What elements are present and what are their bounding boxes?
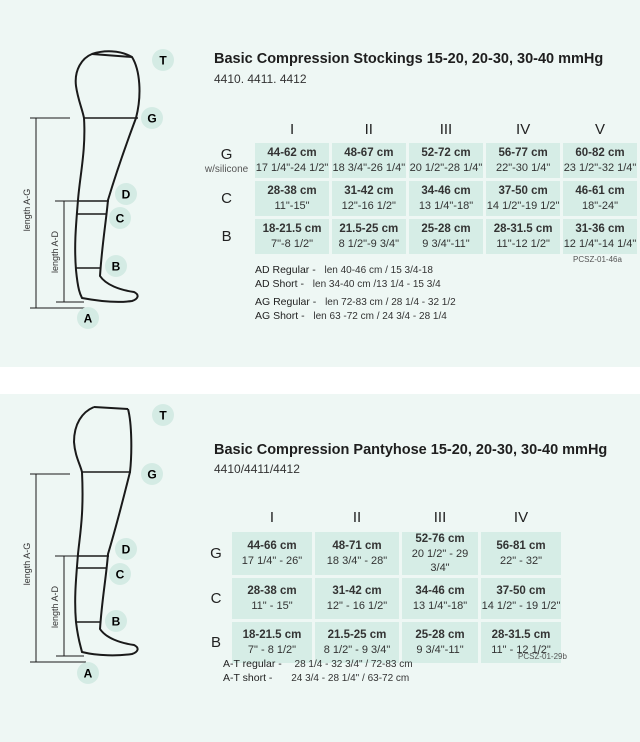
svg-text:T: T bbox=[159, 409, 167, 423]
svg-text:T: T bbox=[159, 54, 167, 68]
length-ag-label: length A-G bbox=[22, 189, 32, 232]
row-header-g: G w/silicone bbox=[204, 145, 249, 175]
point-a-badge: A bbox=[77, 662, 99, 684]
point-a-badge: A bbox=[77, 307, 99, 329]
col-header: IV bbox=[513, 508, 529, 526]
length-note: A-T short - 24 3/4 - 28 1/4" / 63-72 cm bbox=[223, 672, 410, 684]
point-d-badge: D bbox=[115, 538, 137, 560]
point-t-badge: T bbox=[152, 404, 174, 426]
col-header: I bbox=[269, 508, 275, 526]
svg-text:C: C bbox=[116, 568, 125, 582]
row-header-g: G bbox=[210, 545, 222, 562]
pantyhose-title: Basic Compression Pantyhose 15-20, 20-30… bbox=[214, 442, 608, 458]
col-header: IV bbox=[516, 120, 531, 138]
pantyhose-product-code: PCSZ-01-29b bbox=[518, 652, 567, 661]
length-note: AG Regular - len 72-83 cm / 28 1/4 - 32 … bbox=[255, 296, 456, 308]
col-header: II bbox=[364, 120, 373, 138]
stockings-models: 4410. 4411. 4412 bbox=[214, 72, 307, 86]
col-header: I bbox=[289, 120, 295, 138]
length-note: AD Short - len 34-40 cm /13 1/4 - 15 3/4 bbox=[255, 278, 441, 290]
col-header: II bbox=[352, 508, 362, 526]
point-b-badge: B bbox=[105, 610, 127, 632]
stockings-panel: T G D C B A length A-G length A-D Basic … bbox=[0, 0, 640, 367]
stockings-title: Basic Compression Stockings 15-20, 20-30… bbox=[214, 51, 604, 67]
pantyhose-models: 4410/4411/4412 bbox=[214, 462, 300, 476]
row-header-c: C bbox=[221, 190, 232, 207]
row-header-c: C bbox=[210, 590, 222, 607]
length-note: AG Short - len 63 -72 cm / 24 3/4 - 28 1… bbox=[255, 310, 447, 322]
col-header: III bbox=[433, 508, 447, 526]
length-ad-label: length A-D bbox=[50, 585, 60, 628]
length-ad-label: length A-D bbox=[50, 230, 60, 273]
length-note: A-T regular - 28 1/4 - 32 3/4" / 72-83 c… bbox=[223, 658, 413, 670]
point-d-badge: D bbox=[115, 183, 137, 205]
point-b-badge: B bbox=[105, 255, 127, 277]
length-ag-label: length A-G bbox=[22, 543, 32, 586]
row-header-b: B bbox=[210, 634, 221, 651]
svg-text:D: D bbox=[122, 543, 131, 557]
stockings-product-code: PCSZ-01-46a bbox=[573, 255, 622, 264]
point-g-badge: G bbox=[141, 107, 163, 129]
col-header: V bbox=[595, 120, 606, 138]
col-header: III bbox=[439, 120, 453, 138]
pantyhose-panel: T G D C B A length A-G length A-D Basic … bbox=[0, 394, 640, 742]
leg-diagram-stockings: T G D C B A length A-G length A-D bbox=[22, 49, 174, 329]
point-c-badge: C bbox=[109, 563, 131, 585]
row-header-b: B bbox=[221, 228, 232, 245]
length-note: AD Regular - len 40-46 cm / 15 3/4-18 bbox=[255, 264, 433, 276]
svg-text:B: B bbox=[112, 615, 121, 629]
svg-text:G: G bbox=[147, 112, 156, 126]
point-c-badge: C bbox=[109, 207, 131, 229]
svg-text:G: G bbox=[147, 468, 156, 482]
leg-diagram-pantyhose: T G D C B A length A-G length A-D bbox=[22, 404, 174, 684]
svg-text:B: B bbox=[112, 260, 121, 274]
svg-text:D: D bbox=[122, 188, 131, 202]
point-g-badge: G bbox=[141, 463, 163, 485]
svg-text:A: A bbox=[84, 667, 93, 681]
svg-text:A: A bbox=[84, 312, 93, 326]
point-t-badge: T bbox=[152, 49, 174, 71]
svg-text:C: C bbox=[116, 212, 125, 226]
